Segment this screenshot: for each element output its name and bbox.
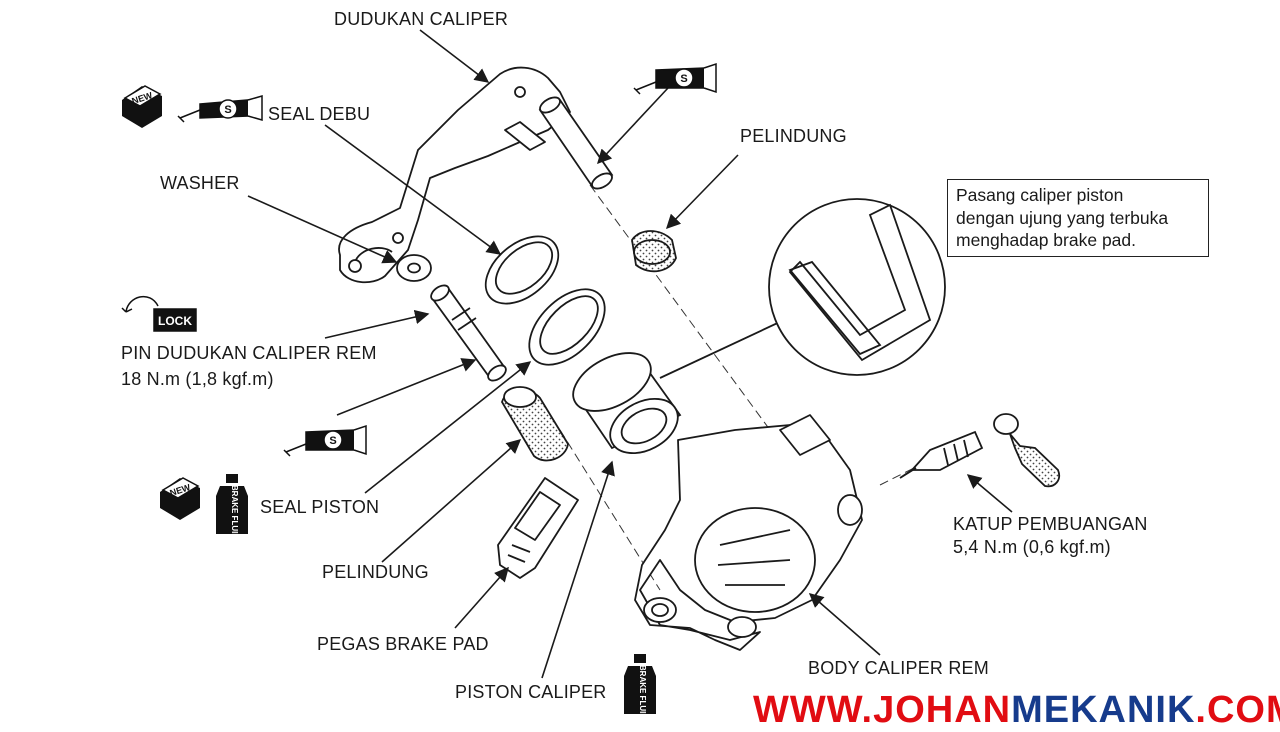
leader-lines: [247, 29, 1013, 679]
caliper-piston-part: [572, 352, 682, 455]
note-line-3: menghadap brake pad.: [956, 230, 1136, 250]
detail-magnifier: [659, 198, 946, 379]
brake-fluid-text: BRAKE FLUID: [230, 485, 239, 539]
grease-badge-text-3: S: [329, 435, 336, 447]
watermark-part-3: MEKANIK: [1011, 689, 1196, 731]
leader-bleeder: [966, 474, 1013, 513]
assembly-axis-line-3: [879, 454, 941, 486]
top-boot-part: [631, 230, 677, 273]
bleeder-valve-part: [899, 430, 984, 479]
dust-seal-part: [484, 235, 560, 305]
label-pad-spring: PEGAS BRAKE PAD: [317, 634, 489, 654]
leader-top-boot: [665, 154, 739, 230]
pad-spring-part: [497, 477, 579, 579]
brake-fluid-icon-bottom: BRAKE FLUID: [624, 654, 656, 719]
note-line-2: dengan ujung yang terbuka: [956, 207, 1169, 228]
grease-icon-top-left: S: [177, 95, 263, 123]
leader-piston-seal: [364, 361, 532, 494]
caliper-pin-part: [430, 284, 507, 382]
upper-slide-pin: [538, 96, 614, 190]
piston-seal-part: [528, 288, 606, 366]
label-pin-name: PIN DUDUKAN CALIPER REM: [121, 343, 377, 363]
leader-washer: [247, 195, 398, 264]
leader-dust-seal: [324, 124, 502, 255]
grease-icon-top-right: S: [633, 62, 717, 95]
lower-boot-part: [501, 386, 569, 462]
leader-pin-upper: [324, 309, 430, 339]
lock-badge-text: LOCK: [158, 314, 192, 328]
label-washer: WASHER: [160, 173, 240, 193]
brake-fluid-text-2: BRAKE FLUID: [638, 665, 647, 719]
leader-caliper-bracket: [419, 29, 490, 83]
leader-top-pin: [597, 87, 669, 165]
brake-fluid-icon-left: BRAKE FLUID: [216, 474, 248, 539]
label-bleeder-torque: 5,4 N.m (0,6 kgf.m): [953, 537, 1111, 557]
washer-part: [396, 254, 432, 282]
note-line-1: Pasang caliper piston: [956, 185, 1124, 205]
lock-torque-icon: LOCK: [121, 295, 197, 332]
caliper-body-part: [634, 414, 863, 651]
label-piston-seal: SEAL PISTON: [260, 497, 380, 517]
label-dust-seal: SEAL DEBU: [268, 104, 371, 124]
grease-icon-middle: S: [283, 424, 367, 457]
label-piston: PISTON CALIPER: [455, 682, 607, 702]
label-caliper-bracket: DUDUKAN CALIPER: [334, 9, 509, 29]
assembly-axis-line: [589, 184, 771, 431]
watermark-part-1: WWW.: [753, 689, 874, 731]
leader-pad-spring: [454, 566, 509, 629]
site-watermark: WWW.JOHANMEKANIK.COM: [753, 688, 1280, 732]
bleeder-cap-part: [993, 413, 1060, 488]
watermark-part-2: JOHAN: [873, 689, 1012, 731]
grease-badge-text: S: [224, 104, 231, 116]
installation-note: Pasang caliper piston dengan ujung yang …: [947, 179, 1209, 257]
leader-piston: [541, 460, 615, 679]
leader-lower-boot: [381, 439, 522, 563]
leader-pin-lower: [336, 358, 477, 416]
watermark-part-4: .COM: [1195, 689, 1280, 731]
new-part-icon-lower: NEW: [160, 477, 200, 520]
label-lower-boot: PELINDUNG: [322, 562, 429, 582]
label-pin-torque: 18 N.m (1,8 kgf.m): [121, 369, 274, 389]
label-top-boot: PELINDUNG: [740, 126, 847, 146]
new-part-icon-top: NEW: [122, 85, 162, 128]
label-body: BODY CALIPER REM: [808, 658, 989, 678]
grease-badge-text-2: S: [680, 73, 687, 85]
leader-body: [808, 593, 881, 656]
label-bleeder-name: KATUP PEMBUANGAN: [953, 514, 1148, 534]
caliper-bracket: [338, 66, 571, 284]
